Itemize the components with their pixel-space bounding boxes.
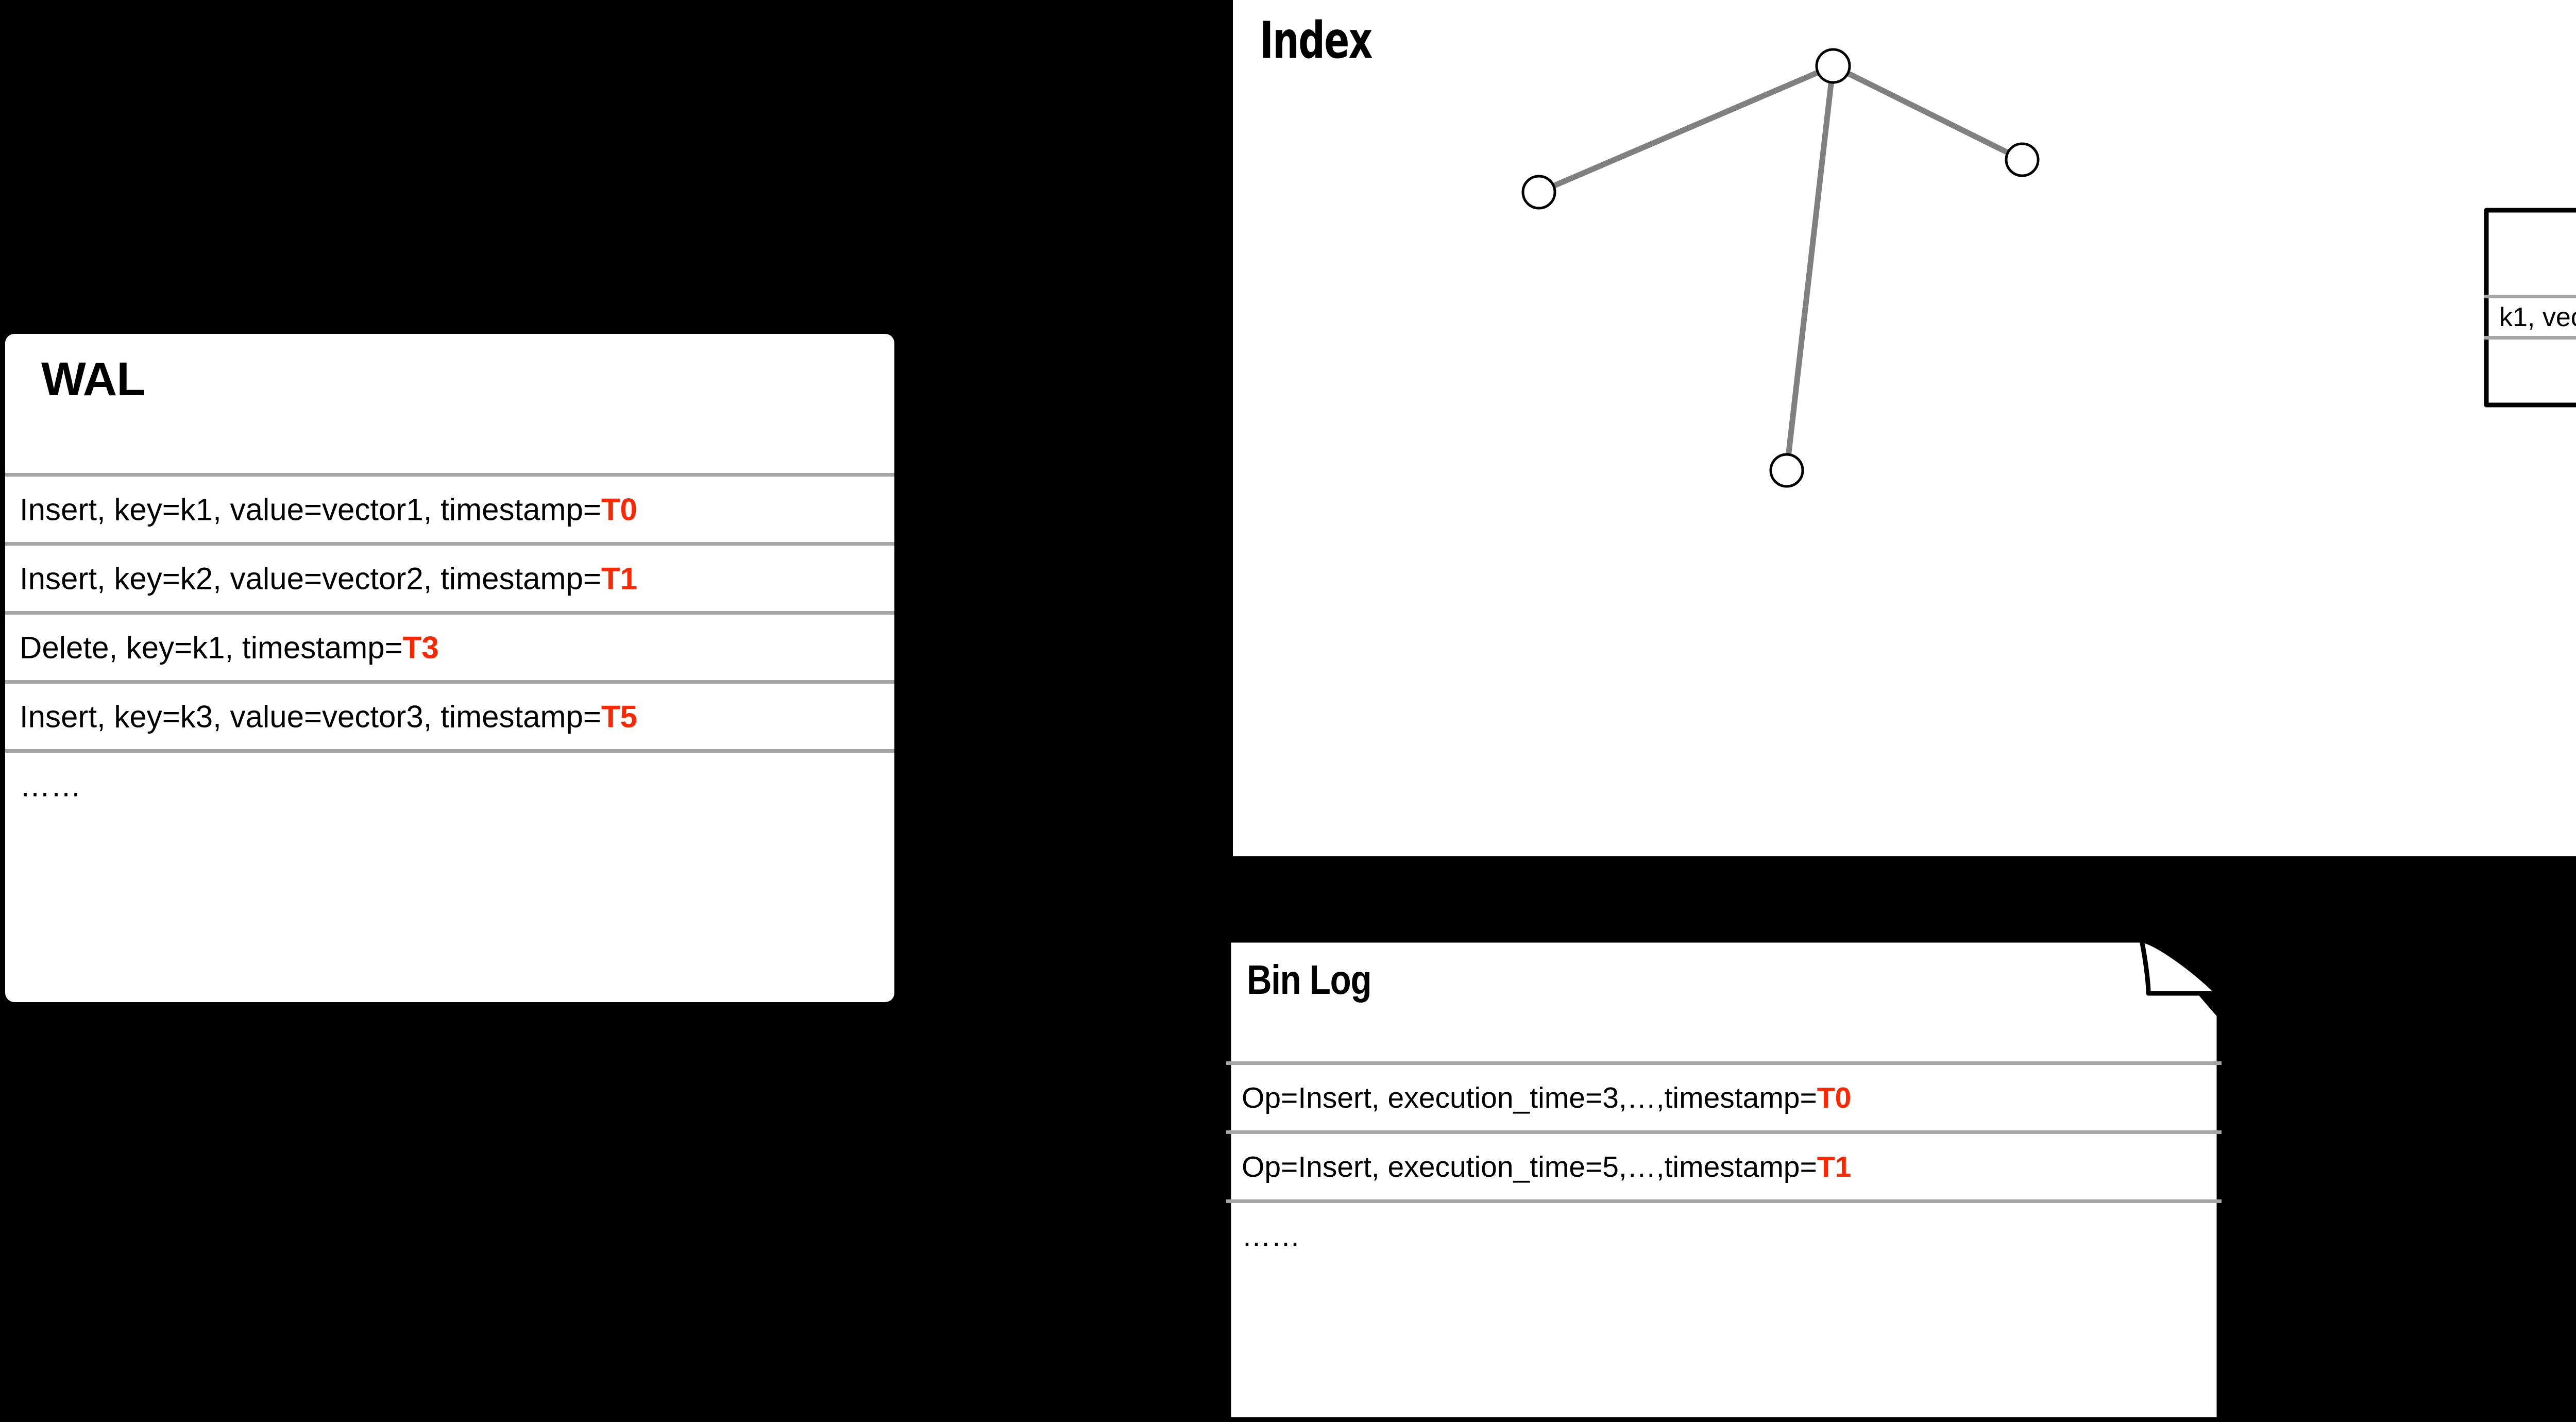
document-entry-row: …… (1226, 1199, 2222, 1268)
tree-node-child-left (1521, 175, 1556, 210)
entry-label: …… (1242, 1219, 1300, 1252)
bin-log-card: Bin Log Op=Insert, execution_time=3,…,ti… (1226, 938, 2222, 1422)
wal-entry-row: Insert, key=k3, value=vector3, timestamp… (5, 680, 894, 749)
entry-text: Op=Insert, execution_time=5,…,timestamp=… (1242, 1150, 1851, 1184)
timestamp-value: T1 (1817, 1150, 1852, 1183)
entry-label: Insert, key=k2, value=vector2, timestamp… (20, 561, 601, 596)
entry-text: k1, vector1, timestamp=T0 (2499, 302, 2576, 333)
timestamp-value: T3 (402, 630, 439, 665)
entry-label: Delete, key=k1, timestamp= (20, 630, 403, 665)
wal-entry-row: Delete, key=k1, timestamp=T3 (5, 611, 894, 680)
leaf-k1-row-list: k1, vector1, timestamp=T0…… (2484, 295, 2576, 377)
tree-node-child-right (2005, 142, 2040, 177)
document-entry-row: Op=Insert, execution_time=5,…,timestamp=… (1226, 1130, 2222, 1199)
tree-node-child-mid (1769, 453, 1804, 488)
entry-text: Op=Insert, execution_time=3,…,timestamp=… (1242, 1081, 1851, 1115)
timestamp-value: T5 (601, 699, 637, 734)
wal-title: WAL (41, 353, 145, 405)
timestamp-value: T1 (601, 561, 637, 596)
entry-label: k1, vector1, timestamp= (2499, 302, 2576, 332)
document-entry-row: k1, vector1, timestamp=T0 (2484, 295, 2576, 336)
entry-text: Insert, key=k2, value=vector2, timestamp… (20, 561, 637, 596)
entry-text: …… (20, 768, 81, 803)
wal-card: WAL Insert, key=k1, value=vector1, times… (5, 334, 894, 1002)
entry-text: Delete, key=k1, timestamp=T3 (20, 630, 439, 665)
entry-text: …… (1242, 1219, 1300, 1253)
entry-label: Insert, key=k3, value=vector3, timestamp… (20, 699, 601, 734)
entry-label: Op=Insert, execution_time=5,…,timestamp= (1242, 1150, 1817, 1183)
wal-entry-row: Insert, key=k1, value=vector1, timestamp… (5, 473, 894, 542)
document-entry-row: …… (2484, 336, 2576, 377)
timestamp-value: T0 (1817, 1081, 1852, 1114)
entry-label: Insert, key=k1, value=vector1, timestamp… (20, 492, 601, 527)
document-shape-icon (1226, 938, 2222, 1422)
index-title: Index (1260, 11, 1372, 70)
tree-node-root (1815, 48, 1851, 84)
index-tree-graph (1521, 48, 2040, 488)
bin-log-row-list: Op=Insert, execution_time=3,…,timestamp=… (1226, 1061, 2222, 1268)
index-leaf-node-k1: k1, vector1, timestamp=T0…… (2484, 208, 2576, 408)
wal-entry-row: …… (5, 749, 894, 818)
tree-edge (1832, 63, 2024, 162)
tree-edge (1537, 63, 1835, 195)
bin-log-title: Bin Log (1247, 957, 1372, 1003)
wal-entry-row: Insert, key=k2, value=vector2, timestamp… (5, 542, 894, 611)
document-shape-icon (2484, 208, 2576, 408)
entry-label: …… (20, 768, 81, 803)
timestamp-value: T0 (601, 492, 637, 527)
entry-text: Insert, key=k3, value=vector3, timestamp… (20, 699, 637, 734)
tree-edge (1784, 65, 1836, 471)
entry-label: Op=Insert, execution_time=3,…,timestamp= (1242, 1081, 1817, 1114)
entry-text: Insert, key=k1, value=vector1, timestamp… (20, 492, 637, 527)
index-panel: Index k1, vector1, timestamp=T0…… …… k2,… (1233, 0, 2576, 856)
wal-row-list: Insert, key=k1, value=vector1, timestamp… (5, 473, 894, 818)
document-entry-row: Op=Insert, execution_time=3,…,timestamp=… (1226, 1061, 2222, 1130)
